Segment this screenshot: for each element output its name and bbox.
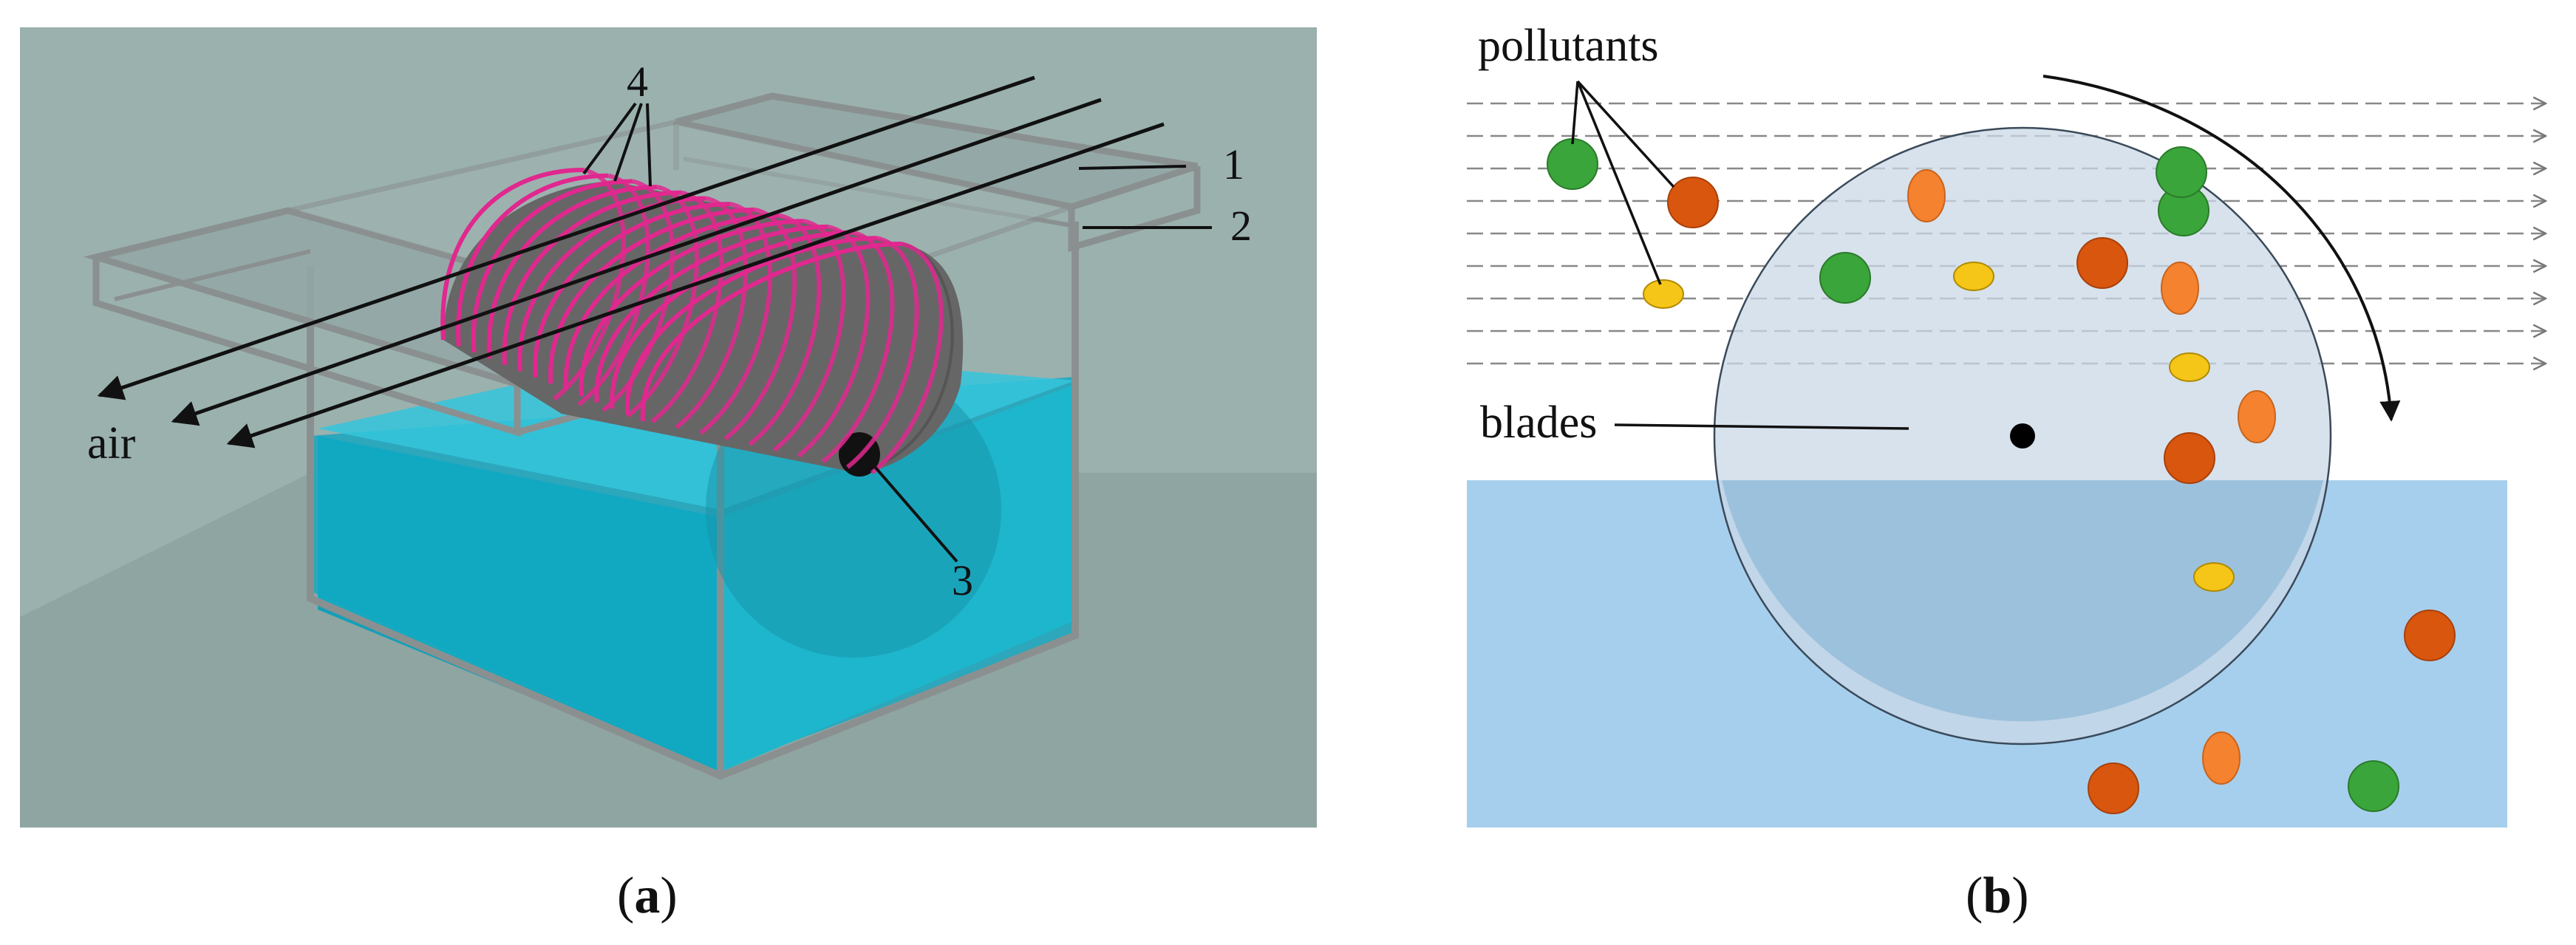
air-arrows: [97, 75, 1165, 448]
left-tray-inner: [114, 249, 311, 301]
pollutant-particle: [1547, 138, 1598, 190]
blade-arc: [486, 185, 658, 359]
pollutant-particle: [2202, 731, 2241, 785]
blades-label: blades: [1480, 398, 1597, 448]
leader-1: [1078, 165, 1187, 170]
right-tray-top: [676, 96, 1197, 207]
blade-arc-side: [846, 236, 919, 469]
pollutant-particle: [1643, 279, 1684, 309]
pollutant-leaders: [1571, 80, 1909, 430]
pollutant-particle: [2404, 610, 2456, 661]
panel-a: 1 2 3 4 air (a): [20, 27, 1317, 924]
drum-submerged-part: [1722, 480, 2323, 722]
leader-4a: [582, 102, 637, 175]
pollutant-particle: [1907, 169, 1946, 222]
blade-arc: [594, 224, 828, 403]
caption-b-letter: b: [1983, 867, 2011, 924]
pollutant-particle: [1819, 252, 1871, 304]
drum-axle: [2010, 423, 2035, 448]
pollutants-label: pollutants: [1478, 21, 1659, 71]
air-arrow-2: [171, 98, 1102, 426]
airflow-lines: [1467, 103, 2546, 364]
caption-b: (b): [1966, 867, 2029, 924]
pollutant-leader-3: [1576, 81, 1662, 285]
pollutant-leader-1: [1571, 81, 1579, 145]
pollutant-particle: [2076, 237, 2128, 289]
callout-2: 2: [1230, 202, 1252, 250]
callout-4: 4: [627, 58, 648, 106]
air-label: air: [87, 418, 136, 468]
caption-a-letter: a: [634, 867, 660, 924]
blades-leader: [1614, 423, 1909, 430]
pollutant-particle: [2156, 146, 2207, 198]
tank-water-front: [318, 436, 720, 772]
pollutant-particle: [1953, 262, 1994, 291]
pollutant-particles: [1547, 138, 2456, 814]
blade-arc: [456, 173, 609, 347]
leader-4c: [646, 103, 652, 187]
blade-arc-side: [870, 242, 944, 475]
pollutant-particle: [2088, 763, 2139, 814]
caption-a: (a): [617, 867, 678, 924]
pollutant-particle: [2348, 760, 2399, 812]
air-arrow-1: [97, 75, 1035, 400]
blade-arc: [563, 213, 780, 390]
pollutant-particle: [2238, 390, 2276, 443]
pollutant-particle: [2161, 262, 2199, 315]
pollutant-particle: [1667, 177, 1719, 228]
pollutant-particle: [2169, 352, 2210, 382]
left-tray-front: [92, 257, 521, 437]
air-arrow-3: [226, 122, 1165, 448]
callout-lines: [582, 102, 1212, 563]
callout-3: 3: [952, 556, 973, 604]
leader-3: [869, 460, 958, 563]
blade-arc: [548, 207, 755, 384]
rotation-arrow: [2042, 75, 2401, 422]
leader-4b: [613, 103, 643, 182]
blade-arc: [440, 168, 585, 341]
panel-b: pollutants blades (b): [1467, 21, 2546, 924]
callout-1: 1: [1223, 140, 1244, 188]
blade-arc: [471, 179, 633, 353]
blade-arc: [579, 219, 804, 397]
pollutant-particle: [2193, 562, 2235, 592]
blade-arc: [625, 236, 877, 415]
pollutant-leader-2: [1576, 80, 1675, 188]
blade-arc: [640, 242, 902, 422]
pollutant-particle: [2164, 432, 2215, 484]
